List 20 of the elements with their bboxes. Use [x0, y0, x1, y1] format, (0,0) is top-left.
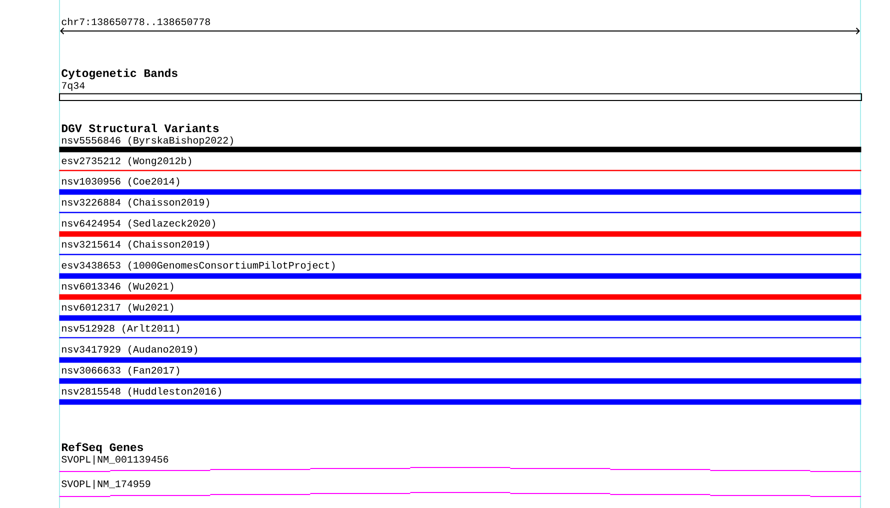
feature-label: nsv5556846 (ByrskaBishop2022): [62, 136, 233, 146]
feature-label: nsv512928 (Arlt2011): [62, 324, 180, 334]
track-heading: RefSeq Genes: [62, 442, 143, 454]
track-heading: Cytogenetic Bands: [62, 68, 178, 80]
feature-label: esv2735212 (Wong2012b): [62, 156, 192, 166]
feature-label: nsv6424954 (Sedlazeck2020): [62, 219, 215, 229]
feature-label: nsv3066633 (Fan2017): [62, 366, 180, 376]
feature-label: nsv3226884 (Chaisson2019): [62, 198, 209, 208]
coordinate-label: chr7:138650778..138650778: [62, 18, 210, 26]
feature-label: nsv3417929 (Audano2019): [62, 345, 198, 355]
feature-label: nsv2815548 (Huddleston2016): [62, 387, 221, 397]
feature-label: nsv6012317 (Wu2021): [62, 303, 174, 313]
feature-label: nsv1030956 (Coe2014): [62, 177, 180, 187]
feature-label: SVOPL|NM_174959: [62, 480, 150, 490]
feature-label: nsv3215614 (Chaisson2019): [62, 240, 209, 250]
feature-label: SVOPL|NM_001139456: [62, 455, 168, 465]
feature-label: 7q34: [62, 82, 85, 91]
track-heading: DGV Structural Variants: [62, 124, 219, 132]
feature-label: nsv6013346 (Wu2021): [62, 282, 174, 292]
feature-label: esv3438653 (1000GenomesConsortiumPilotProject): [62, 261, 334, 271]
